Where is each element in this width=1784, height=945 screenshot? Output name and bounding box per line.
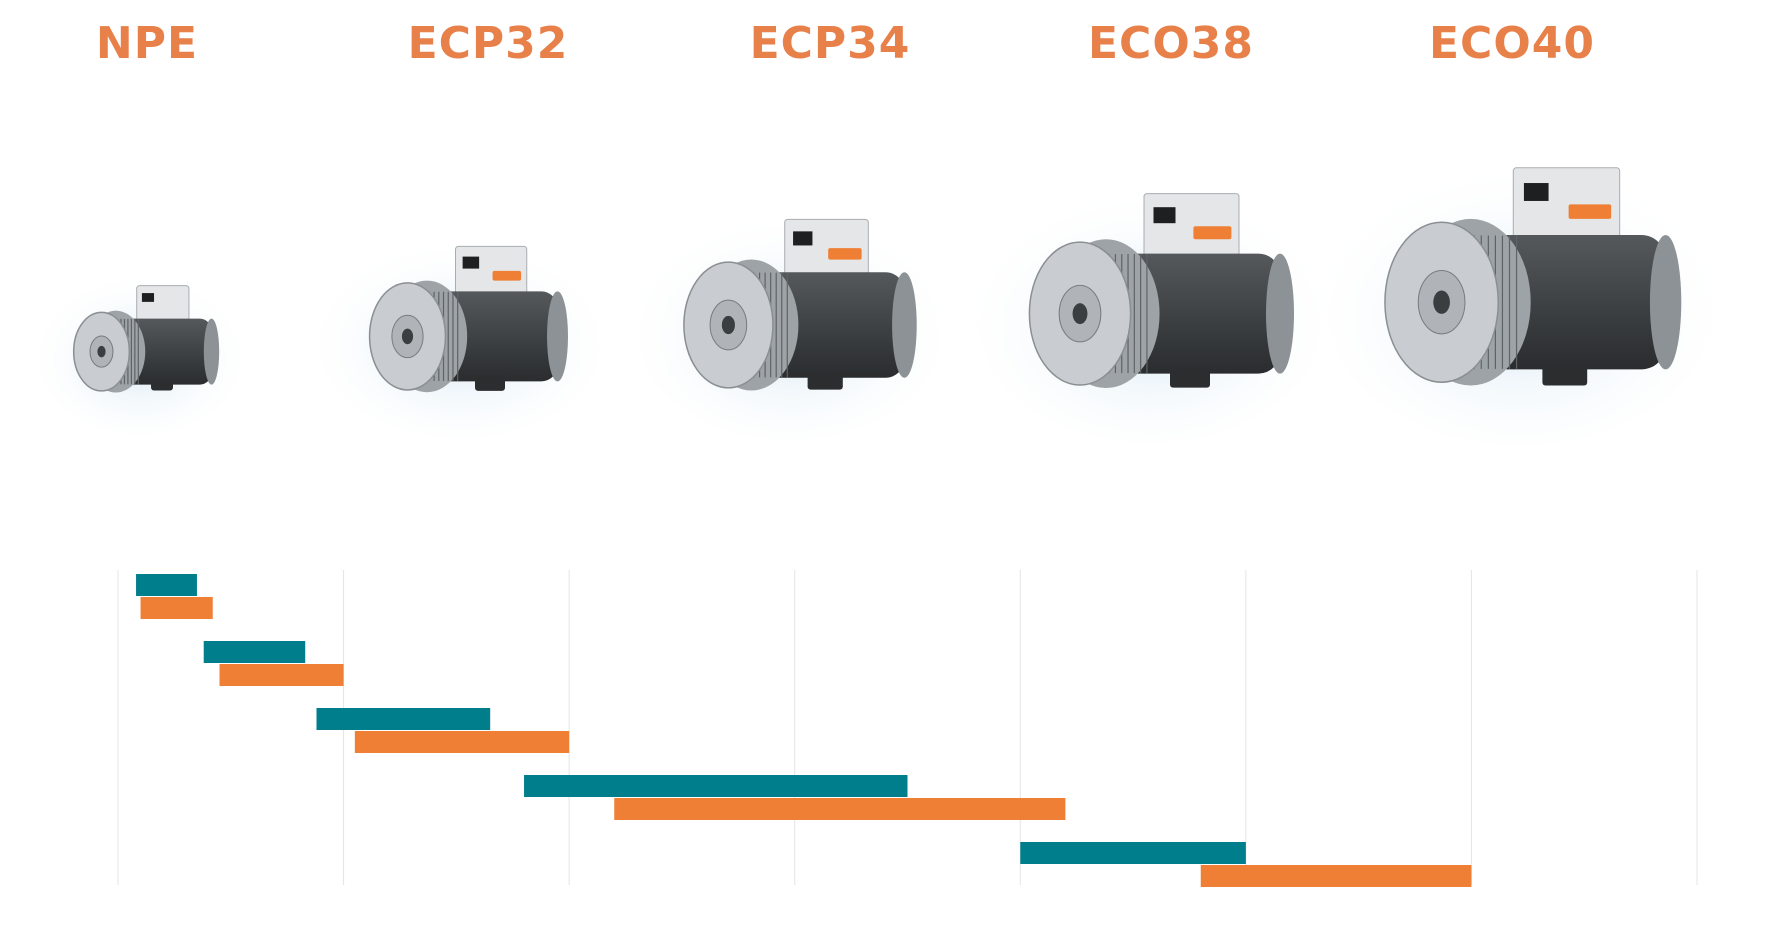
terminal-box — [136, 285, 190, 324]
range-bar-eco38-teal — [524, 775, 908, 797]
vtype-badge — [1568, 204, 1612, 219]
range-bar-npe-orange — [140, 597, 213, 619]
power-range-chart — [117, 570, 1698, 887]
range-bar-eco40-orange — [1200, 865, 1472, 887]
range-bar-ecp32-orange — [219, 664, 344, 686]
shaft — [97, 345, 106, 358]
range-bar-npe-teal — [136, 574, 197, 596]
mounting-foot — [1542, 365, 1588, 386]
alternator-image-ecp32 — [314, 200, 606, 438]
vtype-badge — [492, 270, 522, 281]
model-title-ecp34: ECP34 — [749, 18, 911, 69]
shaft — [721, 315, 735, 335]
model-title-eco40: ECO40 — [1429, 18, 1595, 69]
terminal-vent — [141, 293, 155, 302]
rear-cap — [1649, 235, 1682, 370]
rear-cap — [892, 272, 917, 378]
mounting-foot — [475, 377, 505, 391]
shaft — [1433, 290, 1450, 314]
vtype-badge — [828, 248, 862, 260]
range-bar-eco40-teal — [1020, 842, 1246, 864]
alternator-image-eco40 — [1322, 110, 1718, 445]
rear-cap — [547, 291, 568, 382]
rear-cap — [1266, 253, 1294, 374]
model-title-ecp32: ECP32 — [407, 18, 569, 69]
range-bar-ecp34-teal — [316, 708, 491, 730]
terminal-vent — [793, 231, 813, 246]
range-bar-eco38-orange — [614, 798, 1066, 820]
terminal-vent — [462, 256, 480, 269]
terminal-vent — [1523, 183, 1549, 201]
shaft — [1072, 303, 1088, 325]
model-title-npe: NPE — [95, 18, 199, 69]
alternator-image-ecp34 — [634, 170, 946, 440]
alternator-image-eco38 — [973, 140, 1327, 443]
model-title-eco38: ECO38 — [1088, 18, 1254, 69]
shaft — [401, 328, 414, 345]
mounting-foot — [151, 380, 173, 391]
terminal-vent — [1153, 207, 1176, 224]
rear-cap — [203, 318, 220, 385]
range-bar-ecp34-orange — [354, 731, 570, 753]
mounting-foot — [807, 373, 843, 390]
alternator-image-npe — [36, 240, 244, 435]
vtype-badge — [1193, 226, 1232, 240]
mounting-foot — [1170, 369, 1210, 388]
range-bar-ecp32-teal — [203, 641, 306, 663]
